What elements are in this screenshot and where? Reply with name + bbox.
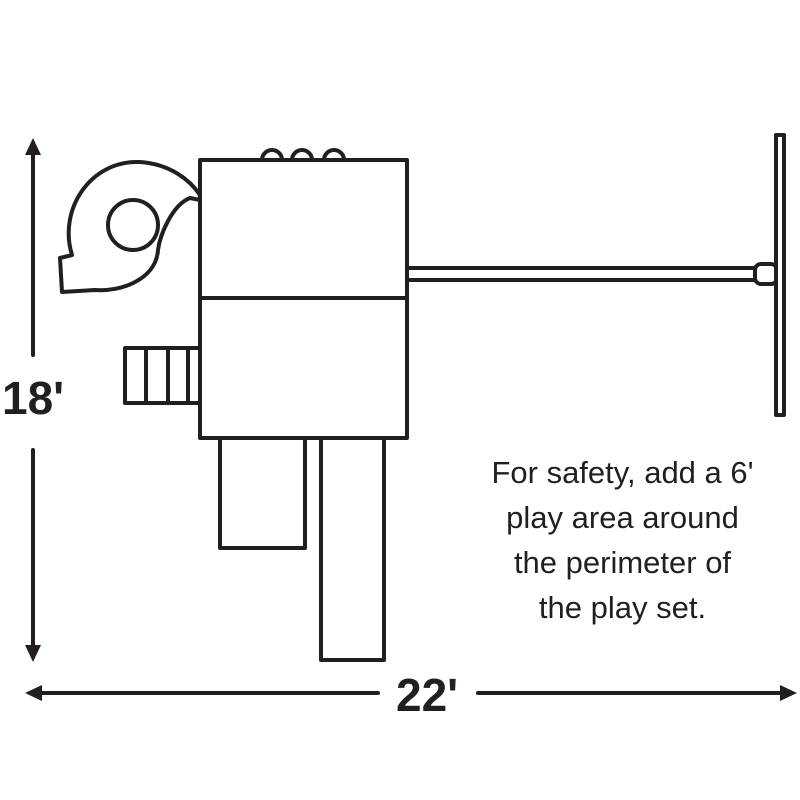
safety-note-line: For safety, add a 6' xyxy=(491,455,754,490)
height-dimension-arrow xyxy=(25,138,41,662)
height-dimension-label: 18' xyxy=(0,372,67,424)
spiral-slide xyxy=(58,159,202,294)
safety-note-line: the perimeter of xyxy=(513,545,732,580)
safety-note: For safety, add a 6' play area around th… xyxy=(460,450,785,630)
main-deck xyxy=(198,158,409,440)
width-dimension-arrow xyxy=(25,685,797,701)
lower-slides xyxy=(218,436,386,662)
swing-beam xyxy=(405,262,779,286)
swing-a-frame xyxy=(774,133,786,417)
ladder xyxy=(123,346,202,405)
width-dimension-label: 22' xyxy=(388,672,467,718)
safety-note-line: the play set. xyxy=(538,590,707,625)
safety-note-line: play area around xyxy=(506,500,739,535)
deck-knobs xyxy=(260,148,346,162)
